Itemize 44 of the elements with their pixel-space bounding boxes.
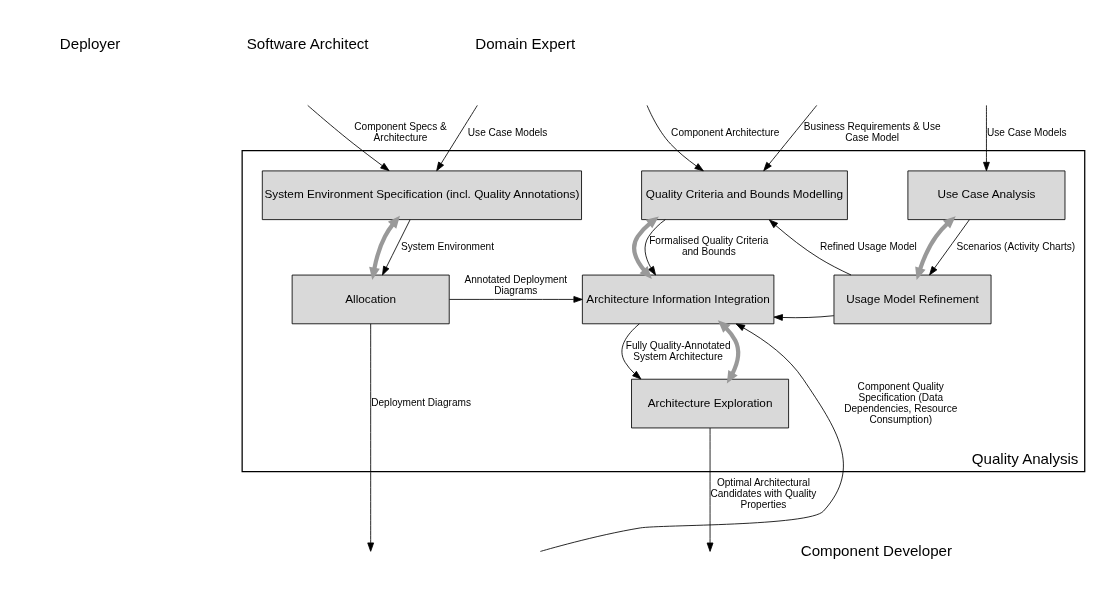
arrow: [621, 323, 642, 380]
node-box: System Environment Specification (incl. Quality Annotations): [261, 170, 582, 221]
arrow: [646, 105, 704, 172]
edge-label: Use Case Models: [467, 126, 548, 138]
arrow: [540, 323, 844, 552]
arrow: [369, 215, 400, 280]
node-box: Architecture Information Integration: [581, 274, 775, 325]
edge-label: Use Case Models: [986, 126, 1067, 138]
arrow: [983, 105, 990, 172]
arrow: [644, 219, 666, 276]
edge-label: Business Requirements & Use Case Model: [803, 121, 941, 144]
node-box: Quality Criteria and Bounds Modelling: [641, 170, 848, 221]
arrow: [367, 323, 375, 552]
arrow: [763, 105, 818, 172]
label: Component Developer: [800, 541, 952, 559]
arrow: [382, 219, 411, 276]
edge-label: Component Architecture: [671, 126, 780, 138]
node-box: Architecture Exploration: [631, 378, 790, 429]
arrow: [717, 320, 741, 384]
arrow: [915, 216, 956, 280]
arrow: [929, 219, 970, 276]
edge-label: Component Quality Specification (Data Dependencies, Resource Consumption): [844, 380, 958, 425]
edge-label: Optimal Architectural Candidates with Quality Properties: [710, 477, 817, 511]
edge-label: Annotated Deployment Diagrams: [464, 274, 568, 297]
label: Deployer: [59, 35, 121, 53]
node-box: Allocation: [291, 274, 450, 325]
arrow: [769, 219, 852, 276]
node-box: Usage Model Refinement: [833, 274, 992, 325]
node-box: Use Case Analysis: [907, 170, 1066, 221]
edge-label: System Environment: [401, 240, 495, 252]
edge-label: Deployment Diagrams: [371, 397, 471, 409]
arrow: [436, 105, 478, 172]
arrow: [773, 314, 835, 321]
edge-label: Scenarios (Activity Charts): [956, 240, 1076, 252]
label: Software Architect: [246, 35, 369, 53]
edge-label: Formalised Quality Criteria and Bounds: [649, 235, 769, 258]
arrow: [632, 216, 659, 279]
edge-label: Component Specs & Architecture: [354, 121, 447, 144]
arrow: [706, 427, 714, 552]
edge-label: Refined Usage Model: [819, 240, 917, 252]
arrow: [307, 105, 390, 172]
edge-label: Fully Quality-Annotated System Architecture: [625, 339, 731, 362]
arrow: [449, 296, 583, 303]
label: Domain Expert: [475, 35, 576, 53]
